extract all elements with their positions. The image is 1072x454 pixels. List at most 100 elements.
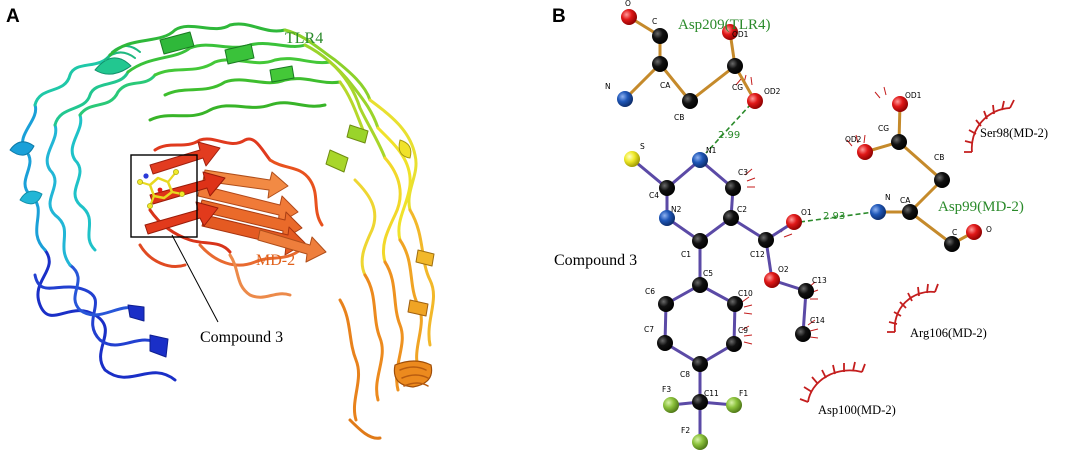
- label-asp99-N: N: [885, 193, 891, 202]
- label-ligand-C5: C5: [703, 269, 713, 278]
- residue-ser98-label: Ser98(MD-2): [980, 126, 1048, 140]
- asp99-atom-O: [966, 224, 982, 240]
- label-ligand-C9: C9: [738, 326, 748, 335]
- asp99-atom-CG: [891, 134, 907, 150]
- ligand-atom-S: [624, 151, 640, 167]
- label-ligand-N1: N1: [706, 146, 717, 155]
- compound-leader-line: [171, 234, 219, 323]
- ligand-atom-C8: [692, 356, 708, 372]
- ligand-atom-C4: [659, 180, 675, 196]
- hbond-distance-2: 2.93: [823, 211, 845, 222]
- ligand-atom-N1: [692, 152, 708, 168]
- label-asp209-OD1: OD1: [732, 30, 749, 39]
- asp99-atom-CA: [902, 204, 918, 220]
- asp99-atom-OD1: [892, 96, 908, 112]
- panel-b-letter: B: [552, 6, 566, 27]
- ligand-atom-C10: [727, 296, 743, 312]
- label-ligand-C11: C11: [704, 389, 719, 398]
- hbond-o1-asp99: [799, 211, 875, 223]
- label-asp99-OD2: OD2: [845, 135, 862, 144]
- asp99-atom-OD2: [857, 144, 873, 160]
- compound-3-label-a: Compound 3: [200, 329, 283, 346]
- panel-a-letter: A: [6, 6, 20, 27]
- label-asp209-N: N: [605, 82, 611, 91]
- residue-asp100-label: Asp100(MD-2): [818, 403, 896, 417]
- hydrogen-bonds: [705, 103, 875, 223]
- compound-3-ligand: [137, 169, 185, 209]
- ligand-atom-C12: [758, 232, 774, 248]
- label-ligand-C7: C7: [644, 325, 654, 334]
- label-ligand-C2: C2: [737, 205, 747, 214]
- ligand-atom-C14: [795, 326, 811, 342]
- asp99-atom-C: [944, 236, 960, 252]
- ligand-atoms: [624, 151, 814, 450]
- ligand-atom-C11: [692, 394, 708, 410]
- md2-label: MD-2: [256, 252, 295, 269]
- ligand-atom-C3: [725, 180, 741, 196]
- ser98-contact: [964, 99, 1015, 153]
- label-asp209-C: C: [652, 17, 657, 26]
- label-ligand-F1: F1: [739, 389, 748, 398]
- label-ligand-C10: C10: [738, 289, 753, 298]
- ligand-atom-C6: [658, 296, 674, 312]
- label-ligand-C4: C4: [649, 191, 659, 200]
- hbond-distance-1: 2.99: [718, 130, 740, 141]
- label-ligand-F2: F2: [681, 426, 690, 435]
- asp99-atom-CB: [934, 172, 950, 188]
- label-asp209-O: O: [625, 0, 631, 8]
- ligand-atom-C9: [726, 336, 742, 352]
- label-asp99-CG: CG: [878, 124, 889, 133]
- label-asp209-CA: CA: [660, 81, 671, 90]
- label-asp209-CG: CG: [732, 83, 743, 92]
- label-ligand-F3: F3: [662, 385, 671, 394]
- asp209-atom-OD1: [722, 24, 738, 40]
- label-ligand-C13: C13: [812, 276, 827, 285]
- ligand-atom-N2: [659, 210, 675, 226]
- arg106-contact: [887, 283, 939, 333]
- asp209-atom-O: [621, 9, 637, 25]
- ligand-atom-C5: [692, 277, 708, 293]
- label-ligand-N2: N2: [671, 205, 682, 214]
- label-ligand-C6: C6: [645, 287, 655, 296]
- asp100-contact: [799, 361, 866, 403]
- ligand-atom-C2: [723, 210, 739, 226]
- ligand-atom-F3: [663, 397, 679, 413]
- label-asp99-CB: CB: [934, 153, 944, 162]
- asp209-atom-CA: [652, 56, 668, 72]
- protein-cartoon: [9, 22, 435, 440]
- hydrophobic-contacts: [799, 99, 1015, 403]
- hbond-asp209-n1: [705, 103, 752, 154]
- asp209-atom-CB: [682, 93, 698, 109]
- asp99-atom-N: [870, 204, 886, 220]
- ligand-atom-C7: [657, 335, 673, 351]
- ligand-bonds: [630, 157, 808, 444]
- label-ligand-C1: C1: [681, 250, 691, 259]
- tlr4-label: TLR4: [285, 30, 323, 47]
- label-ligand-O1: O1: [801, 208, 812, 217]
- asp209-atom-OD2: [747, 93, 763, 109]
- residue-arg106-label: Arg106(MD-2): [910, 326, 987, 340]
- asp209-atom-C: [652, 28, 668, 44]
- ligand-atom-F2: [692, 434, 708, 450]
- asp209-atom-N: [617, 91, 633, 107]
- label-ligand-C12: C12: [750, 250, 765, 259]
- residue-asp209-label: Asp209(TLR4): [678, 17, 771, 33]
- label-ligand-C14: C14: [810, 316, 825, 325]
- label-asp209-CB: CB: [674, 113, 684, 122]
- label-asp99-C: C: [952, 228, 957, 237]
- ligand-atom-F1: [726, 397, 742, 413]
- atom-labels: O C CA N CB CG OD1 OD2 OD1 CG OD2 CB N C…: [605, 0, 992, 435]
- label-asp99-CA: CA: [900, 196, 911, 205]
- asp209-atoms: [617, 9, 763, 109]
- label-ligand-C3: C3: [738, 168, 748, 177]
- label-ligand-O2: O2: [778, 265, 789, 274]
- label-asp209-OD2: OD2: [764, 87, 781, 96]
- label-ligand-C8: C8: [680, 370, 690, 379]
- label-asp99-O: O: [986, 225, 992, 234]
- tlr4-ribbon: [9, 22, 435, 440]
- compound-3-label-b: Compound 3: [554, 252, 637, 269]
- ligand-atom-O2: [764, 272, 780, 288]
- binding-site-box: [130, 154, 198, 238]
- label-asp99-OD1: OD1: [905, 91, 922, 100]
